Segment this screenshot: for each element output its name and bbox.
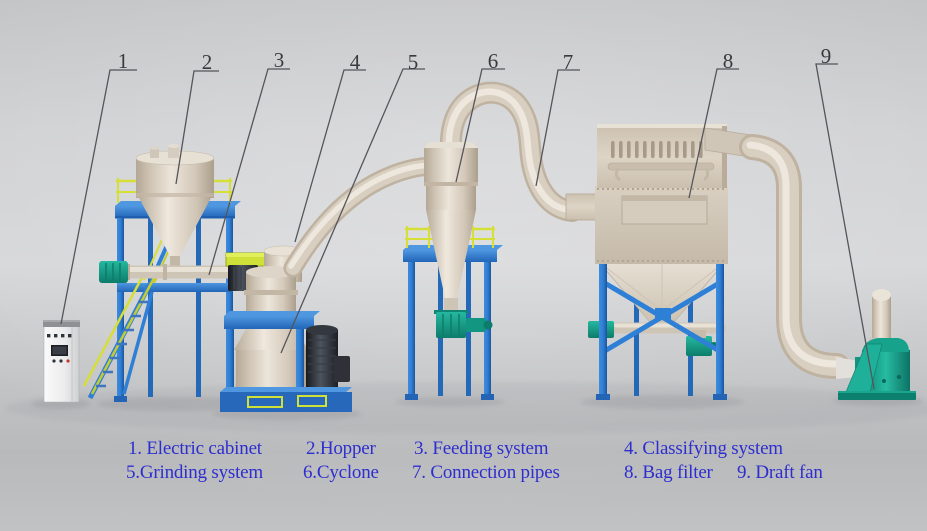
callout-number-5: 5 [407, 50, 419, 74]
stairs [82, 269, 156, 400]
callout-number-1: 1 [117, 49, 129, 73]
cyclone-cone [426, 210, 476, 298]
leader-line-5 [280, 68, 425, 354]
leader-line-8 [688, 68, 739, 199]
leader-line-2 [175, 70, 219, 185]
leader-line-9 [815, 63, 875, 390]
callout-number-2: 2 [201, 50, 213, 74]
leader-line-3 [208, 68, 290, 276]
legend-item-hopper: 2.Hopper [306, 438, 376, 459]
legend-item-connection-pipes: 7. Connection pipes [412, 462, 560, 483]
leader-line-7 [535, 69, 580, 187]
draft-fan [836, 289, 916, 400]
legend-item-draft-fan: 9. Draft fan [737, 462, 823, 483]
legend-item-electric-cabinet: 1. Electric cabinet [128, 438, 262, 459]
legend-item-bag-filter: 8. Bag filter [624, 462, 713, 483]
callout-number-7: 7 [562, 50, 574, 74]
leader-lines [60, 63, 875, 390]
callout-number-9: 9 [820, 44, 832, 68]
mill-motor [306, 325, 350, 390]
leader-line-6 [455, 68, 505, 183]
legend-item-classifying-system: 4. Classifying system [624, 438, 783, 459]
fan-silencer [869, 289, 894, 346]
hopper-cone [138, 196, 212, 256]
cyclone [424, 142, 493, 338]
fan-inlet [836, 357, 858, 379]
legend-item-grinding-system: 5.Grinding system [126, 462, 263, 483]
callout-number-6: 6 [487, 49, 499, 73]
hopper [135, 144, 215, 268]
callout-number-3: 3 [273, 48, 285, 72]
electric-cabinet [43, 320, 80, 403]
legend-item-feeding-system: 3. Feeding system [414, 438, 549, 459]
leader-line-1 [60, 69, 137, 325]
callout-number-8: 8 [722, 49, 734, 73]
bag-filter [565, 124, 850, 400]
outlet-duct [704, 127, 850, 379]
cyclone-top-box [424, 148, 478, 184]
leader-line-4 [294, 69, 366, 243]
cabinet-indicator-lights [47, 334, 72, 338]
callout-number-4: 4 [349, 50, 361, 74]
legend-item-cyclone: 6.Cyclone [303, 462, 379, 483]
bagfilter-inlet [565, 193, 601, 221]
